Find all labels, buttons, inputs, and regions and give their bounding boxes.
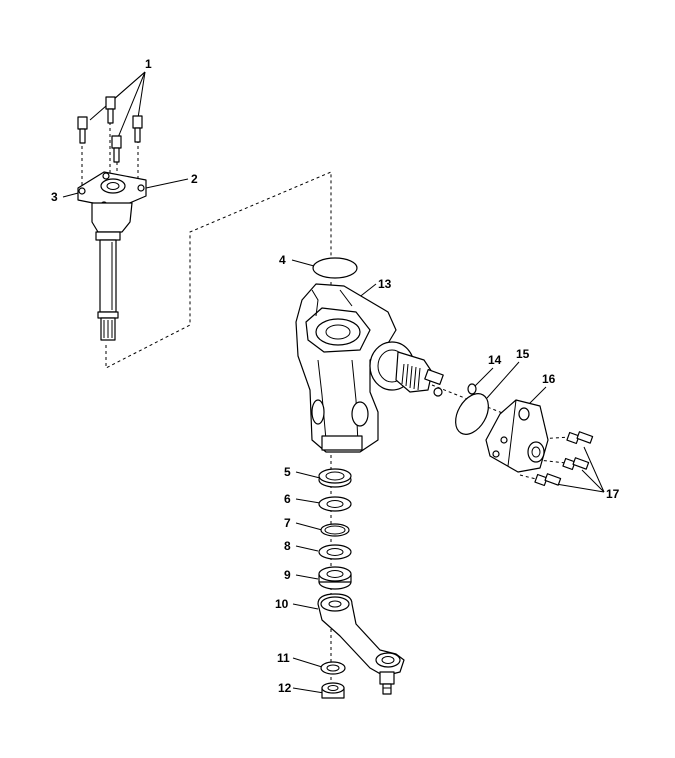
callout-2: 2 — [191, 172, 198, 186]
bolt-17c — [534, 473, 562, 487]
nut-12 — [321, 682, 345, 699]
bolt-1b — [105, 96, 116, 124]
callout-12: 12 — [278, 681, 292, 695]
washer-6 — [318, 496, 352, 512]
end-cover-16 — [485, 399, 549, 473]
callout-10: 10 — [275, 597, 289, 611]
callout-4: 4 — [279, 253, 286, 267]
callout-1: 1 — [145, 57, 152, 71]
washer-8 — [318, 544, 352, 560]
seal-ring-14 — [467, 383, 477, 395]
steering-gear-housing — [295, 283, 397, 453]
bolt-17a — [566, 431, 594, 445]
bolt-1a — [77, 116, 88, 144]
bolt-set-17 — [534, 431, 594, 487]
lock-washer-11 — [320, 661, 346, 675]
bearing-9 — [318, 566, 352, 590]
callout-5: 5 — [284, 465, 291, 479]
seal-5 — [318, 468, 352, 488]
callout-11: 11 — [277, 651, 290, 665]
bolt-17b — [562, 457, 590, 471]
snap-ring-7 — [320, 523, 350, 537]
bolt-1c — [111, 135, 122, 163]
bolt-set-1 — [77, 96, 143, 163]
callout-7: 7 — [284, 516, 291, 530]
callout-15: 15 — [516, 347, 530, 361]
callout-17: 17 — [606, 487, 620, 501]
callout-6: 6 — [284, 492, 291, 506]
pitman-shaft-flange — [369, 341, 444, 397]
o-ring-15 — [455, 393, 489, 435]
leader-lines — [62, 71, 605, 694]
callout-labels: 1 2 3 4 5 6 7 8 9 10 11 12 13 14 15 16 1… — [51, 57, 620, 695]
pitman-arm-10 — [317, 593, 405, 695]
callout-8: 8 — [284, 539, 291, 553]
callout-14: 14 — [488, 353, 502, 367]
callout-13: 13 — [378, 277, 392, 291]
callout-9: 9 — [284, 568, 291, 582]
callout-16: 16 — [542, 372, 556, 386]
o-ring-4 — [312, 257, 358, 279]
bolt-1d — [132, 115, 143, 143]
callout-3: 3 — [51, 190, 58, 204]
input-shaft-assembly — [77, 171, 147, 341]
